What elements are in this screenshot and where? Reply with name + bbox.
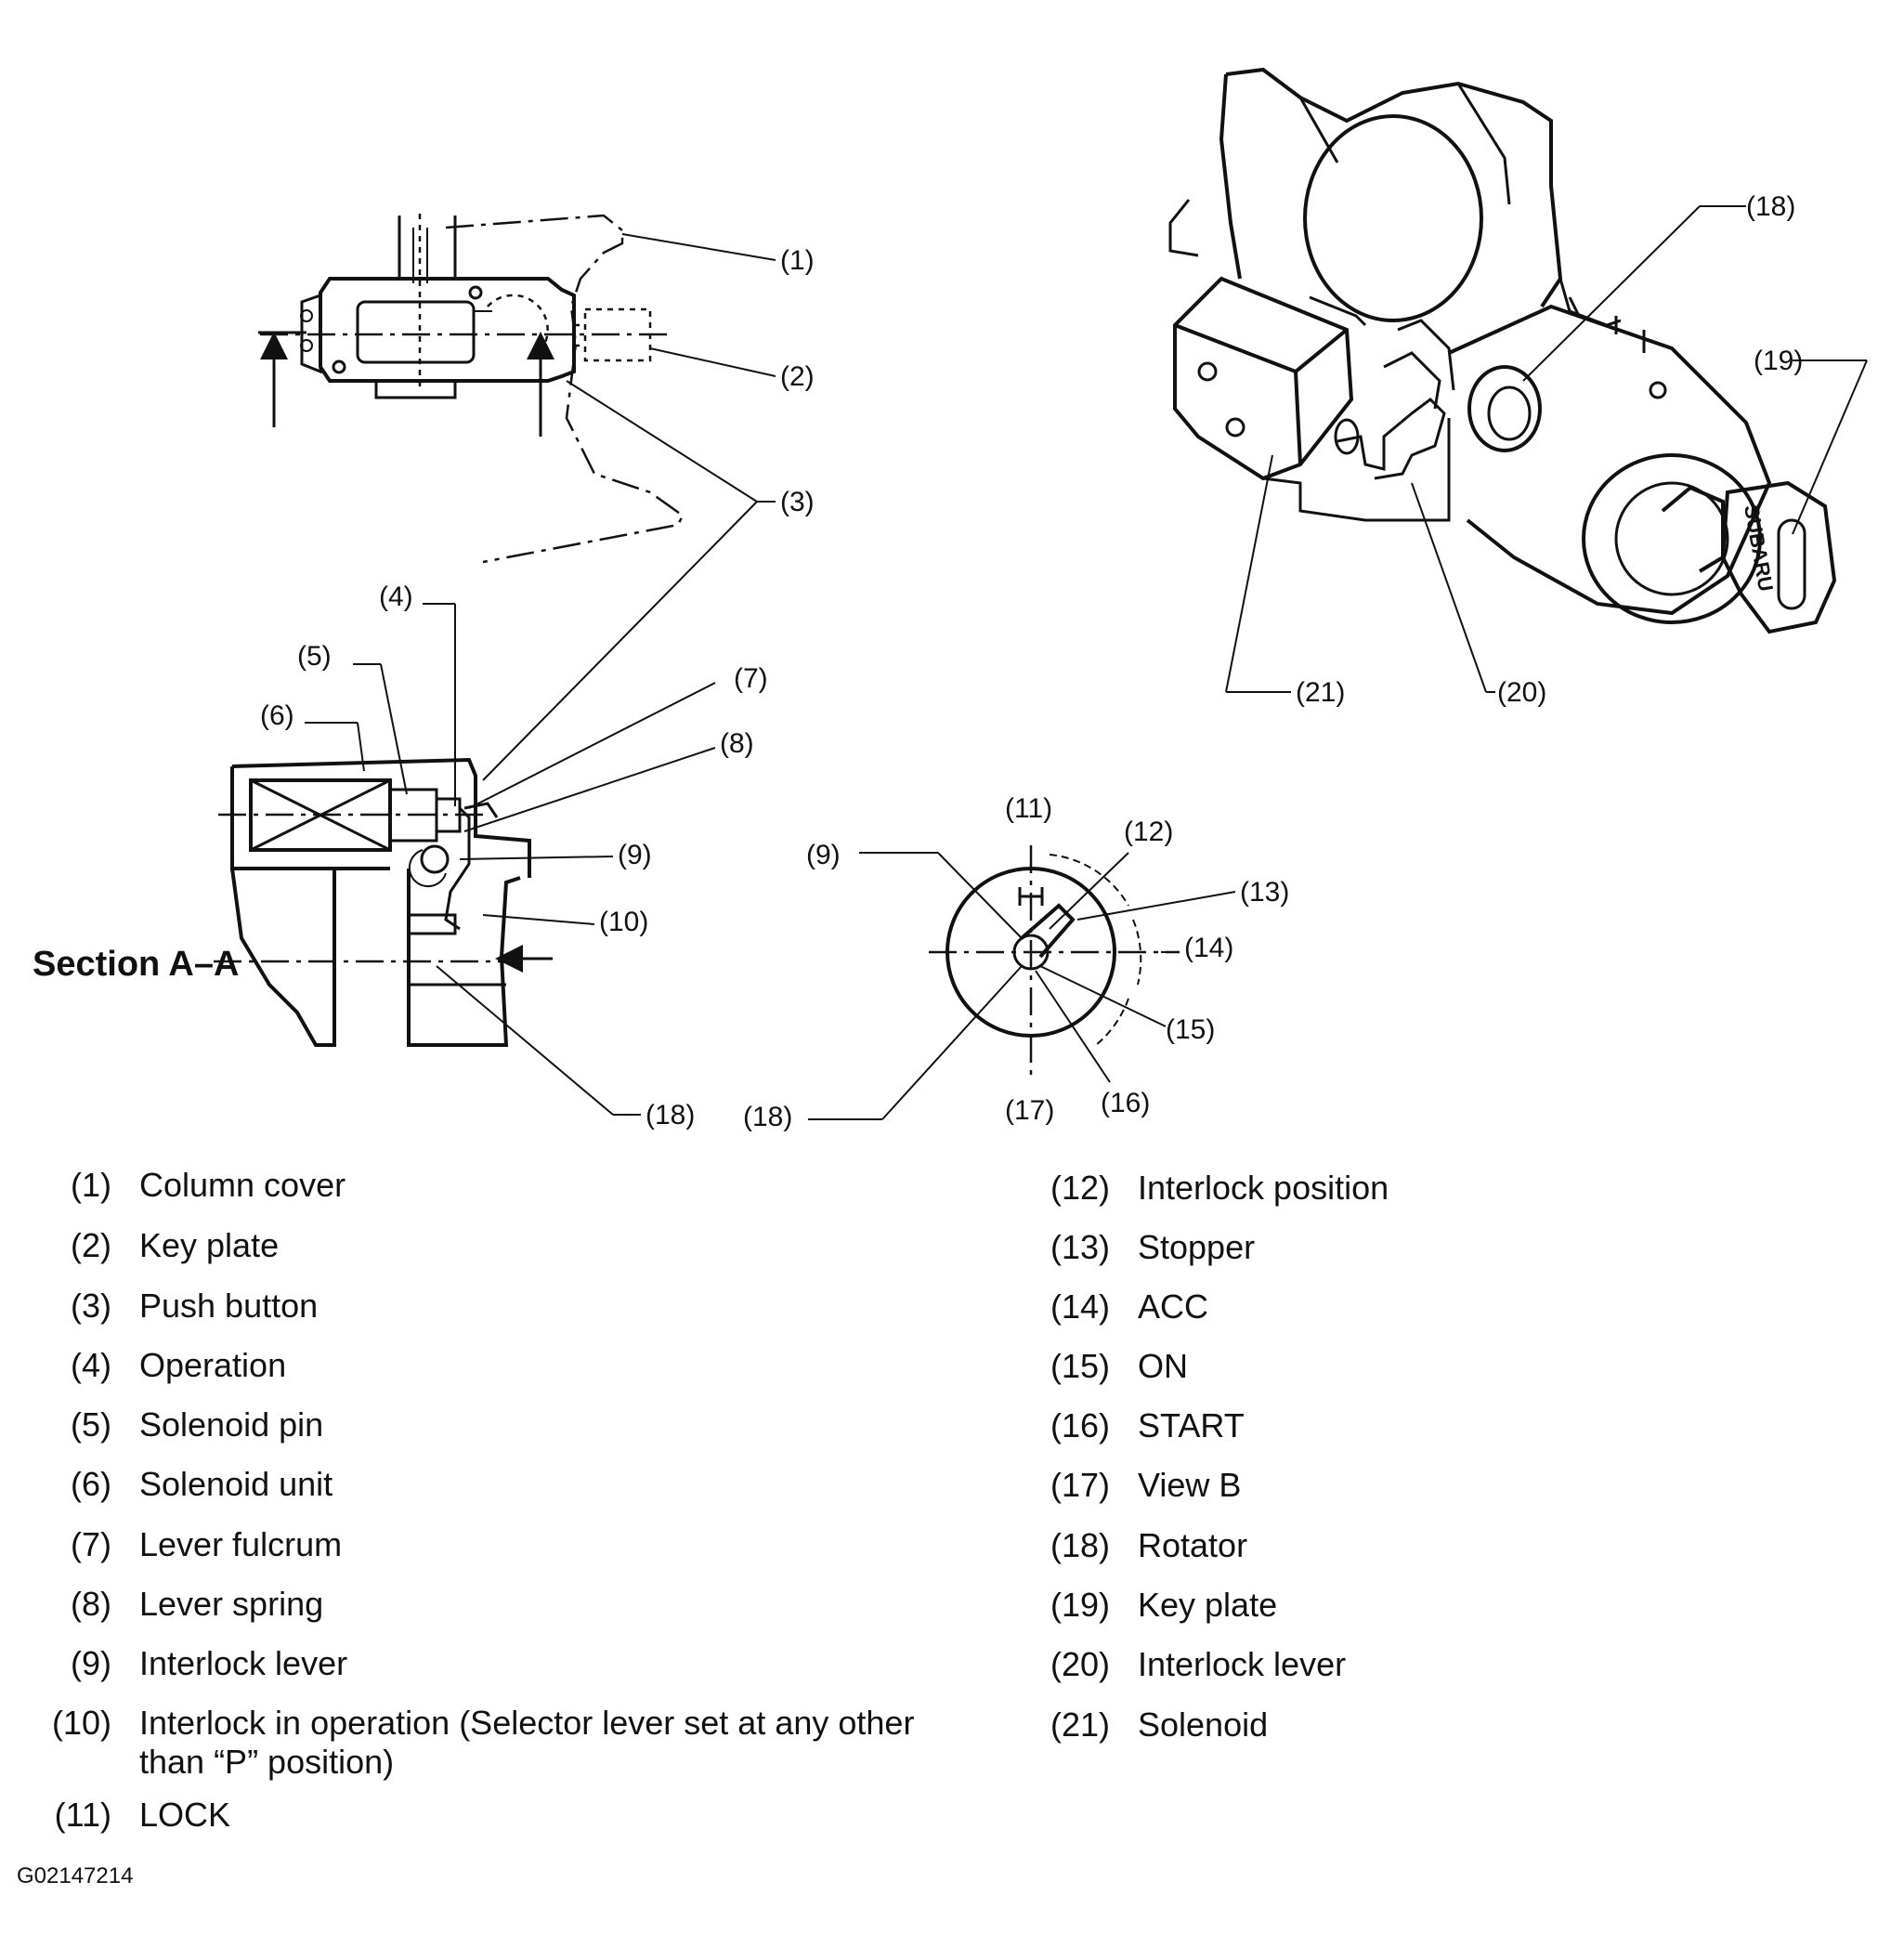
legend-item: (21) Solenoid bbox=[1050, 1705, 1269, 1744]
key-cylinder-top-view bbox=[258, 214, 685, 564]
figure-code: G02147214 bbox=[17, 1863, 134, 1888]
callout-2: (2) bbox=[780, 361, 815, 392]
callout-6: (6) bbox=[260, 700, 294, 731]
callout-9-right: (9) bbox=[806, 840, 841, 870]
callout-5: (5) bbox=[297, 641, 332, 672]
legend-item: (5) Solenoid pin bbox=[71, 1405, 324, 1444]
callout-7: (7) bbox=[734, 663, 768, 694]
callout-18-mid: (18) bbox=[743, 1102, 792, 1132]
legend-item: (14) ACC bbox=[1050, 1287, 1209, 1326]
callout-10: (10) bbox=[599, 907, 648, 937]
section-a-a-view bbox=[214, 757, 553, 1047]
legend-item: (19) Key plate bbox=[1050, 1586, 1278, 1624]
callout-1: (1) bbox=[780, 245, 815, 276]
legend-item: (15) ON bbox=[1050, 1347, 1188, 1385]
callout-14: (14) bbox=[1184, 933, 1233, 963]
section-label: Section A–A bbox=[33, 945, 239, 984]
legend-item: (18) Rotator bbox=[1050, 1526, 1248, 1564]
legend-item: (4) Operation bbox=[71, 1346, 287, 1384]
callout-17: (17) bbox=[1005, 1095, 1054, 1126]
ignition-assembly-3d: SUBARU bbox=[1168, 67, 1837, 634]
key-brand-label: SUBARU bbox=[1740, 503, 1778, 594]
callout-18-right: (18) bbox=[1746, 191, 1795, 222]
legend-item: (7) Lever fulcrum bbox=[71, 1525, 343, 1563]
callout-21: (21) bbox=[1296, 677, 1345, 708]
callout-13: (13) bbox=[1240, 877, 1289, 908]
callout-12: (12) bbox=[1124, 817, 1173, 847]
callout-4: (4) bbox=[379, 581, 413, 612]
callout-18-left: (18) bbox=[646, 1100, 695, 1130]
legend-item: (1) Column cover bbox=[71, 1166, 346, 1204]
callout-11: (11) bbox=[1005, 793, 1052, 824]
callout-19: (19) bbox=[1754, 346, 1803, 376]
legend-item: (12) Interlock position bbox=[1050, 1169, 1389, 1207]
legend-item: (10) Interlock in operation (Selector le… bbox=[51, 1704, 915, 1781]
callout-20: (20) bbox=[1497, 677, 1546, 708]
legend-item: (13) Stopper bbox=[1050, 1228, 1256, 1266]
callout-16: (16) bbox=[1101, 1088, 1150, 1118]
legend-item: (8) Lever spring bbox=[71, 1585, 324, 1623]
legend-item: (16) START bbox=[1050, 1406, 1245, 1444]
legend-item: (9) Interlock lever bbox=[71, 1644, 348, 1682]
callout-9-left: (9) bbox=[618, 840, 652, 870]
legend-item: (6) Solenoid unit bbox=[71, 1465, 333, 1503]
view-b-rotator bbox=[929, 845, 1180, 1078]
legend-item: (2) Key plate bbox=[71, 1226, 280, 1264]
callout-3: (3) bbox=[780, 487, 815, 517]
legend-item: (11) LOCK bbox=[54, 1796, 231, 1834]
legend-item: (17) View B bbox=[1050, 1466, 1242, 1504]
legend-item: (20) Interlock lever bbox=[1050, 1645, 1347, 1683]
callout-15: (15) bbox=[1166, 1014, 1215, 1045]
legend-item: (3) Push button bbox=[71, 1287, 319, 1325]
callout-8: (8) bbox=[720, 728, 754, 759]
